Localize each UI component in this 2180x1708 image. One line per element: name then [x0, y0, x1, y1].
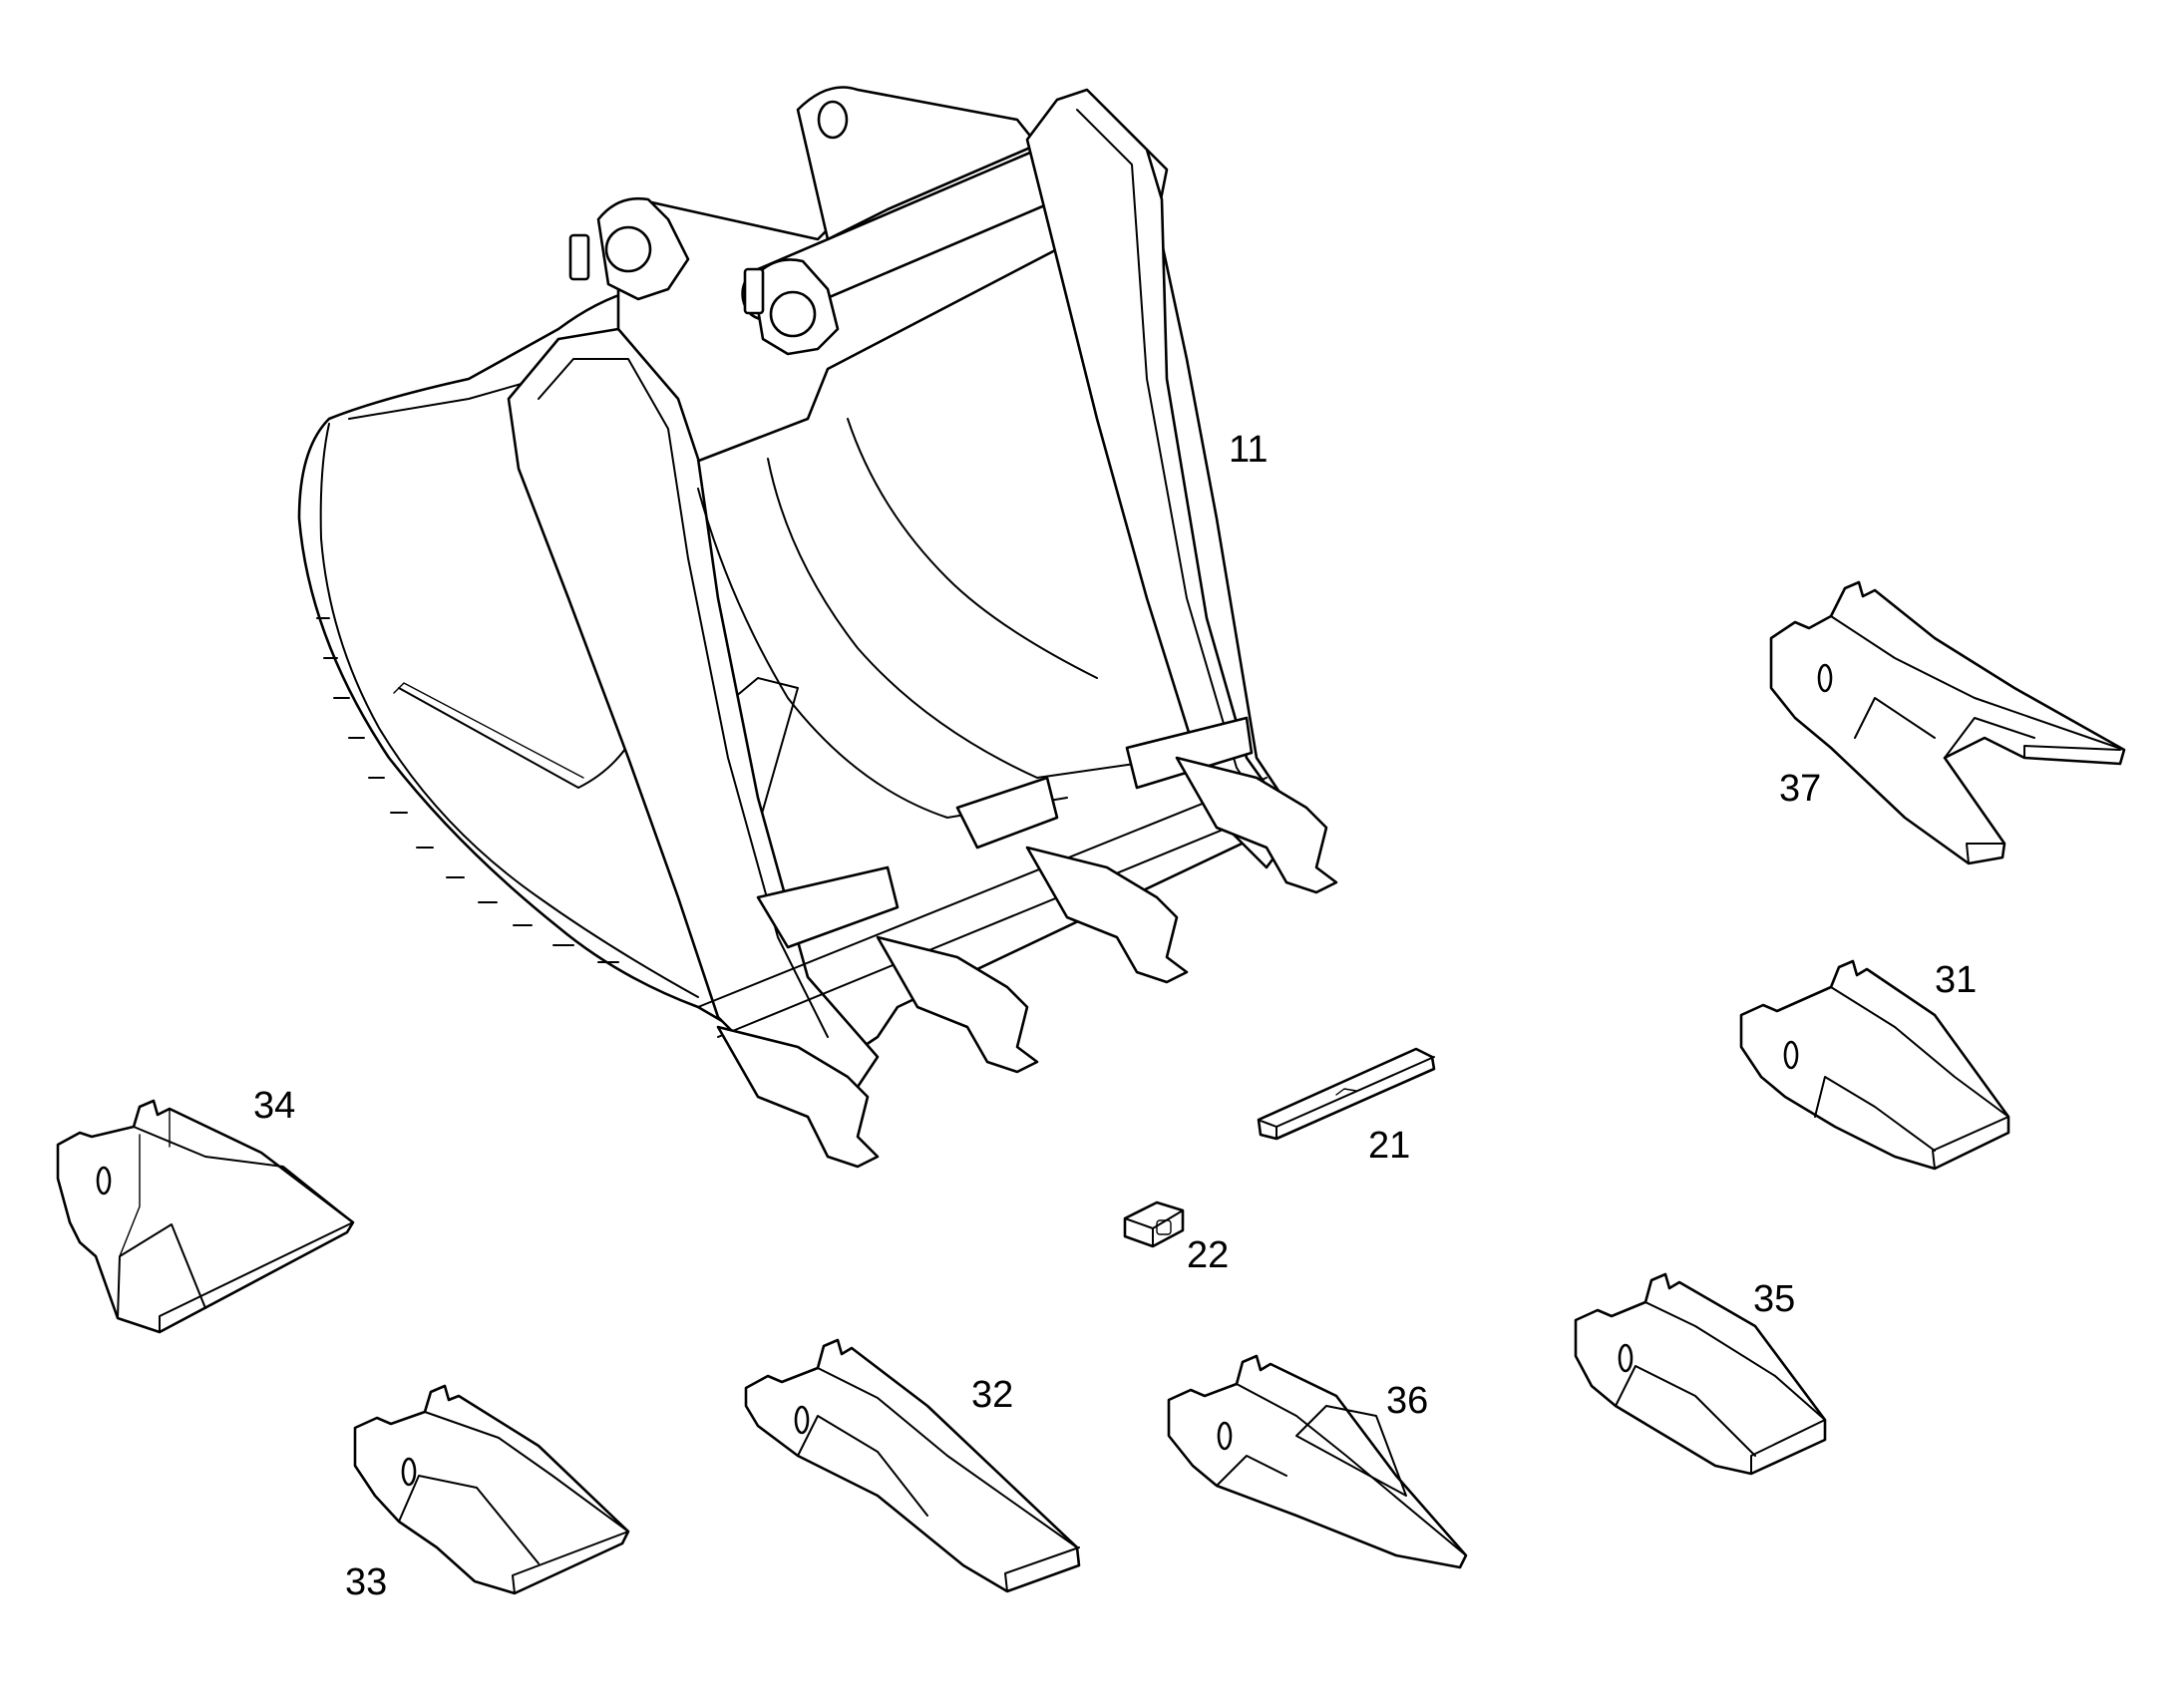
label-33: 33	[345, 1561, 388, 1603]
tooth-33	[353, 1384, 630, 1595]
label-31: 31	[1935, 959, 1978, 1001]
bucket-tooth-1	[716, 1025, 880, 1169]
tooth-34	[56, 1099, 355, 1334]
side-cutter	[1257, 1047, 1436, 1141]
tooth-37	[1769, 580, 2126, 865]
tooth-35	[1574, 1272, 1827, 1476]
tooth-36	[1167, 1354, 1468, 1569]
label-37: 37	[1779, 768, 1822, 810]
label-34: 34	[253, 1085, 296, 1127]
label-36: 36	[1386, 1380, 1429, 1422]
label-35: 35	[1753, 1278, 1796, 1320]
bucket-tooth-2	[876, 935, 1039, 1074]
right-ear	[796, 86, 1039, 241]
pin	[1123, 1200, 1185, 1248]
label-32: 32	[971, 1374, 1014, 1416]
label-22: 22	[1187, 1234, 1230, 1276]
bucket-tooth-4	[1175, 756, 1338, 894]
bucket-tooth-3	[1025, 846, 1189, 984]
label-11: 11	[1229, 429, 1269, 471]
bucket-assembly	[297, 86, 1338, 1169]
label-21: 21	[1368, 1125, 1411, 1167]
tooth-31	[1739, 959, 2010, 1171]
tooth-32	[744, 1338, 1081, 1593]
